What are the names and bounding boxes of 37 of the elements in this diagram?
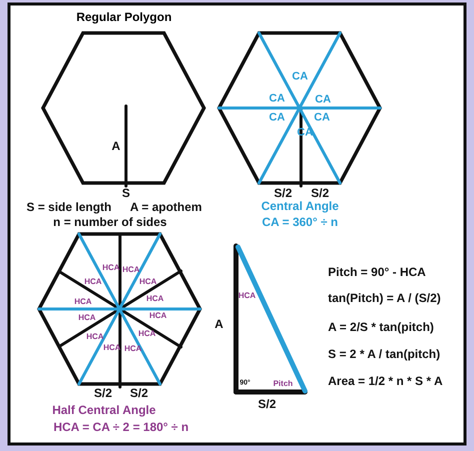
angle-label: HCA <box>146 295 164 303</box>
angle-label: HCA <box>238 292 256 300</box>
caption-text: Central Angle <box>261 200 339 212</box>
dimension-label: S/2 <box>274 187 292 199</box>
angle-label: CA <box>292 72 308 82</box>
variable-label: A <box>112 140 120 152</box>
angle-label: CA <box>315 94 331 106</box>
angle-label: HCA <box>149 312 167 320</box>
angle-label: CA <box>314 112 330 124</box>
caption-text: Half Central Angle <box>52 404 156 416</box>
variable-label: S <box>122 187 130 199</box>
heading: Regular Polygon <box>76 11 172 23</box>
angle-label: HCA <box>86 333 104 341</box>
angle-label: HCA <box>122 266 140 274</box>
formula-text: tan(Pitch) = A / (S/2) <box>328 292 441 304</box>
angle-label: Pitch <box>273 380 293 388</box>
dimension-label: S/2 <box>311 187 329 199</box>
angle-label: HCA <box>78 314 96 322</box>
angle-label: HCA <box>84 278 102 286</box>
definition-text: n = number of sides <box>53 216 167 228</box>
definition-text: A = apothem <box>130 201 202 213</box>
angle-label: HCA <box>74 298 92 306</box>
formula-text: CA = 360° ÷ n <box>262 216 338 228</box>
dimension-label: S/2 <box>130 387 148 399</box>
formula-text: A = 2/S * tan(pitch) <box>328 321 434 333</box>
angle-label: HCA <box>139 278 157 286</box>
dimension-label: S/2 <box>258 398 276 410</box>
formula-text: Area = 1/2 * n * S * A <box>328 375 443 387</box>
angle-label: HCA <box>138 330 156 338</box>
angle-label: CA <box>269 94 285 104</box>
formula-text: Pitch = 90° - HCA <box>328 266 426 278</box>
definition-text: S = side length <box>26 201 112 213</box>
dimension-label: S/2 <box>94 387 112 399</box>
formula-text: S = 2 * A / tan(pitch) <box>328 348 440 360</box>
formula-text: HCA = CA ÷ 2 = 180° ÷ n <box>53 421 189 433</box>
angle-label: CA <box>269 112 285 124</box>
variable-label: A <box>214 318 224 330</box>
